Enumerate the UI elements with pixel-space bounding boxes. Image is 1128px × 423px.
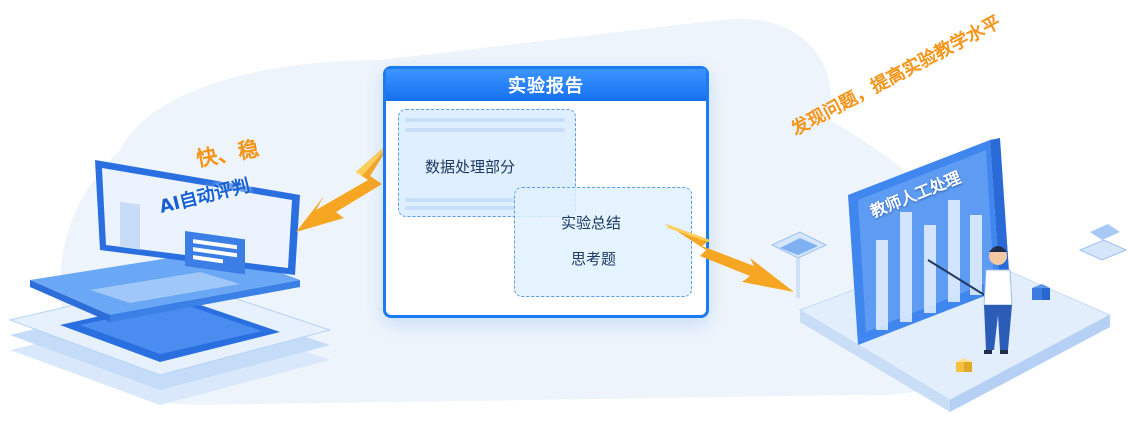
laptop-illustration [8, 160, 330, 405]
lightning-arrow-left-icon [296, 138, 394, 232]
questions-label: 思考题 [571, 250, 617, 268]
experiment-report-card: 实验报告 数据处理部分 实验总结 思考题 [383, 66, 709, 318]
data-processing-label: 数据处理部分 [425, 158, 516, 176]
text-line [405, 198, 515, 202]
lightning-arrow-right-icon [666, 224, 794, 292]
summary-box: 实验总结 思考题 [514, 187, 692, 297]
summary-label: 实验总结 [561, 214, 622, 232]
text-line [405, 128, 565, 132]
text-line [405, 118, 565, 122]
teacher-illustration [770, 138, 1128, 412]
text-line [405, 206, 515, 210]
report-title: 实验报告 [386, 69, 706, 101]
